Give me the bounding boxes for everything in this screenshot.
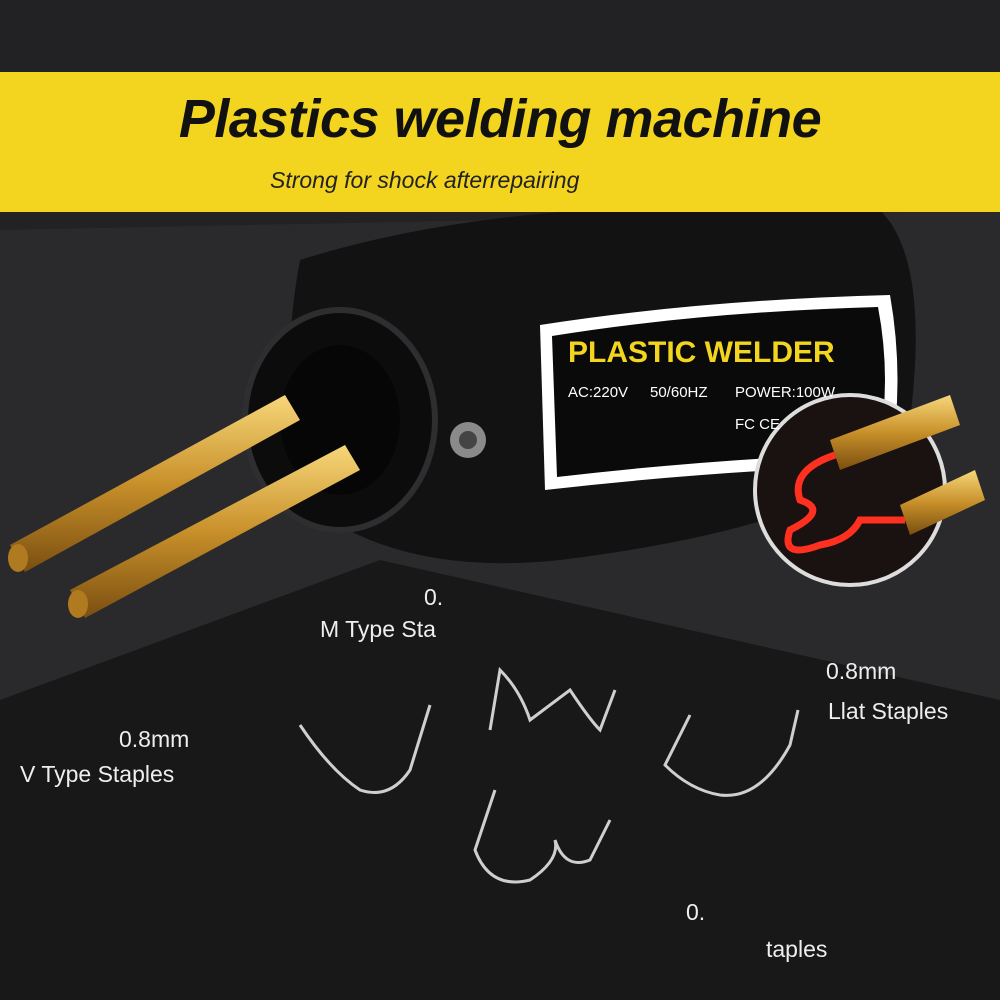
v-type-size: 0.8mm bbox=[119, 726, 190, 752]
device-voltage-text: AC:220V bbox=[568, 384, 629, 401]
flat-staple bbox=[663, 709, 800, 797]
staples bbox=[298, 666, 800, 884]
wave-staple bbox=[473, 789, 612, 884]
device-brand-text: PLASTIC WELDER bbox=[568, 336, 835, 369]
v-type-staple bbox=[298, 704, 432, 794]
page-title: Plastics welding machine bbox=[178, 89, 822, 149]
title-banner bbox=[0, 72, 1000, 212]
device-frequency-text: 50/60HZ bbox=[650, 384, 708, 401]
page-subtitle: Strong for shock afterrepairing bbox=[270, 167, 580, 193]
m-type-name: M Type Sta bbox=[320, 616, 436, 642]
flat-name: Llat Staples bbox=[828, 698, 949, 724]
wave-size: 0. bbox=[686, 899, 706, 925]
device-power-text: POWER:100W bbox=[735, 384, 836, 401]
v-type-name: V Type Staples bbox=[20, 761, 175, 787]
wave-name: taples bbox=[766, 936, 828, 962]
heating-element-inset bbox=[753, 393, 985, 587]
m-type-staple bbox=[488, 666, 617, 733]
m-type-size: 0. bbox=[424, 584, 444, 610]
device-cert-text: FC CE bbox=[735, 416, 780, 433]
brass-rods bbox=[8, 395, 360, 618]
flat-size: 0.8mm bbox=[826, 658, 897, 684]
